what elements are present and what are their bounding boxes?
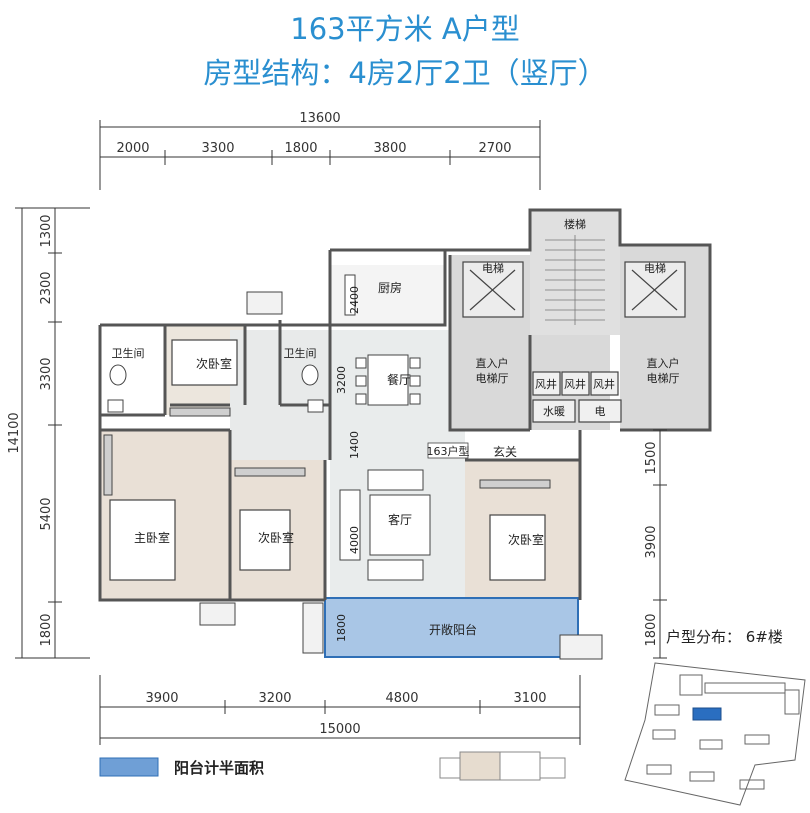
beds (109, 339, 546, 581)
bathroom-1-label: 卫生间 (112, 346, 145, 360)
hall-left-line2: 电梯厅 (476, 372, 509, 385)
stair-treads (545, 235, 605, 325)
ac-units (199, 291, 603, 660)
bottom-dim-3: 4800 (385, 691, 418, 706)
inner-dim-kitchen: 2400 (348, 286, 361, 314)
site-location-map (624, 662, 806, 806)
left-dim-4: 5400 (39, 497, 54, 530)
bathroom-2-label: 卫生间 (284, 346, 317, 360)
top-dim-3: 1800 (284, 141, 317, 156)
elevator-left-label: 电梯 (482, 262, 504, 275)
legend-label: 阳台计半面积 (174, 759, 265, 777)
electric-label: 电 (595, 405, 606, 418)
dims-bottom (99, 675, 581, 745)
left-dim-1: 1300 (39, 214, 54, 247)
water-label: 水暖 (543, 405, 565, 418)
wardrobes (103, 407, 551, 496)
hall-right-line1: 直入户 (647, 356, 680, 370)
elevator-right (624, 261, 686, 318)
inner-dim-living: 4000 (348, 526, 361, 554)
dining-label: 餐厅 (387, 372, 411, 387)
shaft-2-label: 风井 (564, 377, 586, 391)
left-dim-2: 2300 (39, 271, 54, 304)
shaft-3-label: 风井 (593, 377, 615, 391)
second-bedroom-mid-label: 次卧室 (258, 530, 294, 545)
dims-left (15, 207, 90, 659)
top-dim-4: 3800 (373, 141, 406, 156)
top-dim-1: 2000 (116, 141, 149, 156)
bottom-dim-2: 3200 (258, 691, 291, 706)
master-bedroom-label: 主卧室 (134, 530, 170, 545)
unit-distribution-label: 户型分布： 6#楼 (666, 628, 783, 646)
top-dim-2: 3300 (201, 141, 234, 156)
hall-left-line1: 直入户 (476, 356, 509, 370)
bottom-dim-1: 3900 (145, 691, 178, 706)
inner-dim-corridor: 1400 (348, 431, 361, 459)
kitchen-label: 厨房 (378, 280, 402, 295)
right-dim-1: 1500 (644, 441, 659, 474)
left-dim-3: 3300 (39, 357, 54, 390)
hall-right-line2: 电梯厅 (647, 372, 680, 385)
top-total-dim: 13600 (299, 111, 340, 126)
legend-swatch (99, 757, 159, 777)
top-dim-5: 2700 (478, 141, 511, 156)
elevator-right-label: 电梯 (644, 262, 666, 275)
stair-label: 楼梯 (564, 217, 586, 231)
left-total-dim: 14100 (7, 412, 22, 453)
unit-tag: 163户型 (427, 444, 470, 458)
open-balcony (324, 597, 579, 658)
shaft-1-label: 风井 (535, 377, 557, 391)
plan-title: 163平方米 A户型 (290, 12, 520, 46)
balcony-label: 开敞阳台 (429, 622, 477, 637)
shafts (532, 371, 622, 423)
bottom-dim-4: 3100 (513, 691, 546, 706)
dims-right (653, 429, 667, 659)
inner-dim-balcony: 1800 (335, 614, 348, 642)
elevator-left (462, 261, 524, 318)
second-bedroom-right-label: 次卧室 (508, 532, 544, 547)
second-bedroom-top-label: 次卧室 (196, 356, 232, 371)
right-dim-2: 3900 (644, 525, 659, 558)
walls (98, 208, 712, 602)
living-room-label: 客厅 (388, 512, 412, 527)
foyer-label: 玄关 (493, 444, 517, 459)
dims-top (99, 120, 541, 190)
bottom-total-dim: 15000 (319, 722, 360, 737)
sofa (339, 469, 431, 581)
left-dim-5: 1800 (39, 613, 54, 646)
plan-subtitle: 房型结构：4房2厅2卫（竖厅） (203, 56, 607, 90)
bath-fixtures (107, 274, 356, 413)
right-dim-3: 1800 (644, 613, 659, 646)
key-plan-thumbnail (439, 751, 566, 781)
inner-dim-dining: 3200 (335, 366, 348, 394)
dining-table (355, 354, 421, 406)
